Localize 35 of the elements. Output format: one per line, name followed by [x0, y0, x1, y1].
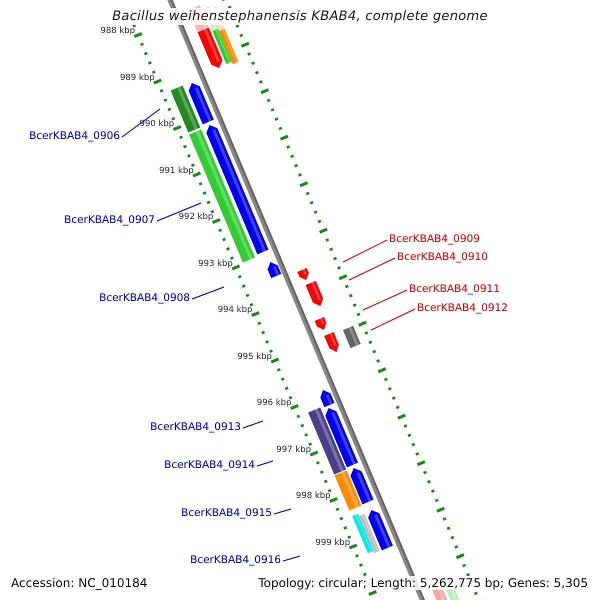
- scale-label: 994 kbp: [218, 305, 252, 315]
- scale-label: 997 kbp: [276, 444, 311, 454]
- leader-line: [362, 290, 408, 310]
- gene-label: BcerKBAB4_0913: [150, 421, 241, 434]
- leader-line: [282, 556, 300, 562]
- leader-line: [274, 508, 292, 514]
- footer-text: Accession: NC_010184: [9, 576, 150, 590]
- gene-label: BcerKBAB4_0915: [181, 507, 272, 520]
- leader-line: [256, 460, 274, 466]
- scale-label: 996 kbp: [256, 398, 292, 408]
- scale-label: 988 kbp: [100, 26, 136, 36]
- gene-label: BcerKBAB4_0910: [397, 251, 488, 264]
- leader-line: [342, 240, 388, 262]
- scale-label: 989 kbp: [120, 72, 155, 82]
- scale-label: 999 kbp: [315, 538, 350, 548]
- leader-line: [370, 308, 416, 330]
- gene-label: BcerKBAB4_0911: [409, 283, 500, 296]
- gene-label: BcerKBAB4_0914: [164, 459, 255, 472]
- leader-line: [192, 286, 224, 300]
- leader-line: [348, 258, 396, 280]
- scale-label: 998 kbp: [296, 491, 331, 501]
- gene-label: BcerKBAB4_0916: [190, 554, 281, 567]
- gene-label: BcerKBAB4_0909: [389, 233, 480, 246]
- scale-label: 990 kbp: [140, 119, 174, 129]
- scale-label: 992 kbp: [178, 212, 214, 222]
- leader-line: [122, 108, 160, 138]
- scale-label: 995 kbp: [237, 352, 272, 362]
- gene-label: BcerKBAB4_0907: [64, 214, 155, 227]
- leader-line: [242, 420, 264, 428]
- leader-line: [156, 202, 202, 222]
- scale-label: 991 kbp: [159, 166, 194, 176]
- gene-label: BcerKBAB4_0908: [99, 292, 190, 305]
- gene-label: BcerKBAB4_0912: [417, 302, 508, 315]
- scale-label: 993 kbp: [198, 258, 233, 268]
- gene-label: BcerKBAB4_0906: [29, 130, 120, 143]
